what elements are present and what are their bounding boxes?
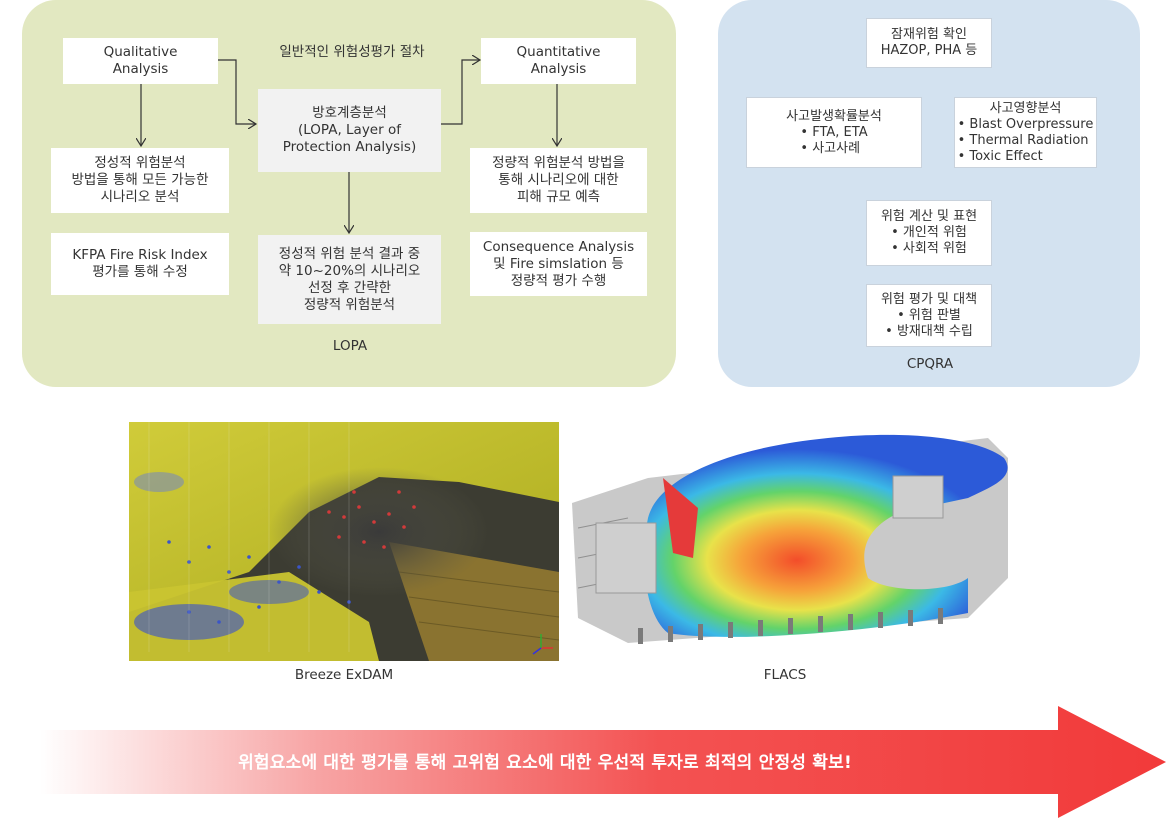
arrow-center-quant <box>441 60 480 125</box>
breeze-simulation-image <box>129 422 559 661</box>
qualitative-desc-box: 정성적 위험분석 방법을 통해 모든 가능한 시나리오 분석 <box>51 148 229 213</box>
arrow-qual-center <box>218 59 256 124</box>
lopa-center-desc-box: 정성적 위험 분석 결과 중 약 10~20%의 시나리오 선정 후 간략한 정… <box>258 235 441 324</box>
quantitative-analysis-box: Quantitative Analysis <box>481 38 636 84</box>
cpqra-left-box: 사고발생확률분석 • FTA, ETA • 사고사례 <box>746 97 922 168</box>
lopa-center-box: 방호계층분석 (LOPA, Layer of Protection Analys… <box>258 89 441 172</box>
quantitative-desc-box: 정량적 위험분석 방법을 통해 시나리오에 대한 피해 규모 예측 <box>470 148 647 213</box>
cpqra-label: CPQRA <box>906 356 954 372</box>
breeze-caption: Breeze ExDAM <box>294 667 394 683</box>
qualitative-analysis-box: Qualitative Analysis <box>63 38 218 84</box>
lopa-title: 일반적인 위험성평가 절차 <box>279 44 425 60</box>
cpqra-left-title: 사고발생확률분석 <box>786 108 882 124</box>
flacs-caption: FLACS <box>763 667 807 683</box>
cpqra-left-items: • FTA, ETA • 사고사례 <box>800 124 868 156</box>
conclusion-text: 위험요소에 대한 평가를 통해 고위험 요소에 대한 우선적 투자로 최적의 안… <box>238 753 852 773</box>
cpqra-right-items: • Blast Overpressure • Thermal Radiation… <box>957 116 1094 164</box>
conclusion-arrow <box>40 706 1166 818</box>
cpqra-bottom-box: 위험 평가 및 대책 • 위험 판별 • 방재대책 수립 <box>866 284 992 347</box>
consequence-box: Consequence Analysis 및 Fire simslation 등… <box>470 232 647 296</box>
cpqra-right-box: 사고영향분석 • Blast Overpressure • Thermal Ra… <box>954 97 1097 168</box>
flacs-simulation-image <box>568 418 1022 668</box>
cpqra-mid-box: 위험 계산 및 표현 • 개인적 위험 • 사회적 위험 <box>866 200 992 266</box>
lopa-label: LOPA <box>332 338 368 354</box>
cpqra-right-title: 사고영향분석 <box>989 100 1062 116</box>
cpqra-top-box: 잠재위험 확인 HAZOP, PHA 등 <box>866 18 992 68</box>
kfpa-box: KFPA Fire Risk Index 평가를 통해 수정 <box>51 233 229 295</box>
